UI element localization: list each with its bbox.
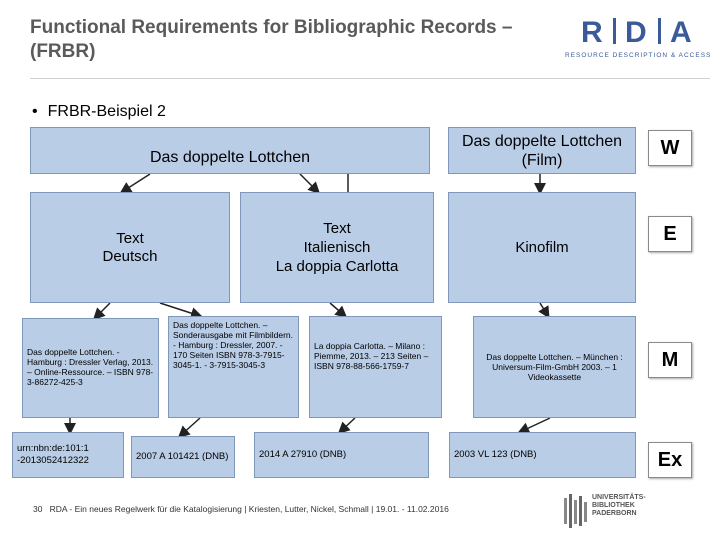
library-logo-icon bbox=[564, 494, 587, 528]
ub-paderborn-text: UNIVERSITÄTS- BIBLIOTHEK PADERBORN bbox=[592, 494, 646, 518]
ubp-line: UNIVERSITÄTS- bbox=[592, 494, 646, 501]
manifestation-3-text: La doppia Carlotta. – Milano : Piemme, 2… bbox=[314, 341, 429, 371]
level-e-badge: E bbox=[648, 216, 692, 252]
work-main-box: Das doppelte Lottchen bbox=[30, 127, 430, 174]
svg-text:A: A bbox=[670, 16, 692, 48]
expression-film-box: Kinofilm bbox=[448, 192, 636, 303]
rda-logo-icon: R D A bbox=[581, 16, 692, 48]
arrow-m3-i3 bbox=[337, 417, 356, 435]
manifestation-2-box: Das doppelte Lottchen. – Sonderausgabe m… bbox=[168, 316, 299, 418]
level-w-badge: W bbox=[648, 130, 692, 166]
expression-de-line: Deutsch bbox=[102, 247, 158, 265]
arrow-m4-i4 bbox=[517, 417, 551, 434]
expression-it-line: La doppia Carlotta bbox=[275, 258, 399, 275]
item-4-box: 2003 VL 123 (DNB) bbox=[449, 432, 636, 478]
item-1-box: urn:nbn:de:101:1 -2013052412322 bbox=[12, 432, 124, 478]
arrow-work-it bbox=[299, 173, 321, 195]
ub-paderborn-logo: UNIVERSITÄTS- BIBLIOTHEK PADERBORN bbox=[560, 492, 710, 532]
item-2-text: 2007 A 101421 (DNB) bbox=[136, 451, 229, 462]
arrow-it-m3 bbox=[329, 302, 348, 318]
item-3-box: 2014 A 27910 (DNB) bbox=[254, 432, 429, 478]
work-film-box: Das doppelte Lottchen (Film) bbox=[448, 127, 636, 174]
work-main-label: Das doppelte Lottchen bbox=[149, 148, 311, 166]
work-film-label: Das doppelte Lottchen (Film) bbox=[461, 132, 623, 169]
expression-de-box: Text Deutsch bbox=[30, 192, 230, 303]
ubp-line: BIBLIOTHEK bbox=[592, 502, 635, 509]
level-m-badge: M bbox=[648, 342, 692, 378]
item-1-text: urn:nbn:de:101:1 -2013052412322 bbox=[17, 443, 89, 466]
expression-it-line: Italienisch bbox=[303, 239, 371, 256]
page-number: 30 bbox=[33, 504, 43, 514]
manifestation-2-text: Das doppelte Lottchen. – Sonderausgabe m… bbox=[173, 320, 294, 370]
rda-logo: R D A RESOURCE DESCRIPTION & ACCESS bbox=[565, 14, 710, 64]
footer-text: RDA - Ein neues Regelwerk für die Katalo… bbox=[49, 504, 449, 514]
ubp-line: PADERBORN bbox=[592, 510, 637, 517]
arrow-de-m2 bbox=[159, 302, 203, 319]
item-2-box: 2007 A 101421 (DNB) bbox=[131, 436, 235, 478]
page-title: Functional Requirements for Bibliographi… bbox=[30, 17, 513, 62]
manifestation-4-box: Das doppelte Lottchen. – München : Unive… bbox=[473, 316, 636, 418]
level-ex-badge: Ex bbox=[648, 442, 692, 478]
arrow-film-m4 bbox=[538, 302, 550, 319]
svg-text:R: R bbox=[581, 16, 603, 48]
bullet-heading: • FRBR-Beispiel 2 bbox=[32, 103, 166, 121]
expression-film-label: Kinofilm bbox=[515, 239, 569, 256]
expression-de-line: Text bbox=[116, 229, 144, 247]
arrow-de-m1 bbox=[92, 302, 111, 321]
item-4-text: 2003 VL 123 (DNB) bbox=[454, 449, 537, 460]
svg-text:D: D bbox=[625, 16, 647, 48]
manifestation-1-box: Das doppelte Lottchen. - Hamburg : Dress… bbox=[22, 318, 159, 418]
manifestation-4-text: Das doppelte Lottchen. – München : Unive… bbox=[486, 352, 623, 382]
header-divider bbox=[30, 78, 710, 79]
manifestation-1-text: Das doppelte Lottchen. - Hamburg : Dress… bbox=[27, 347, 154, 387]
arrow-m2-i2 bbox=[177, 417, 201, 439]
expression-it-line: Text bbox=[323, 220, 351, 237]
expression-it-box: Text Italienisch La doppia Carlotta bbox=[240, 192, 434, 303]
manifestation-3-box: La doppia Carlotta. – Milano : Piemme, 2… bbox=[309, 316, 442, 418]
bullet-text: FRBR-Beispiel 2 bbox=[47, 103, 166, 120]
logo-subtitle: RESOURCE DESCRIPTION & ACCESS bbox=[565, 52, 712, 59]
item-3-text: 2014 A 27910 (DNB) bbox=[259, 449, 347, 460]
footer: 30 RDA - Ein neues Regelwerk für die Kat… bbox=[33, 504, 449, 514]
bullet-dot-icon: • bbox=[32, 103, 38, 120]
arrow-work-de bbox=[119, 173, 151, 194]
